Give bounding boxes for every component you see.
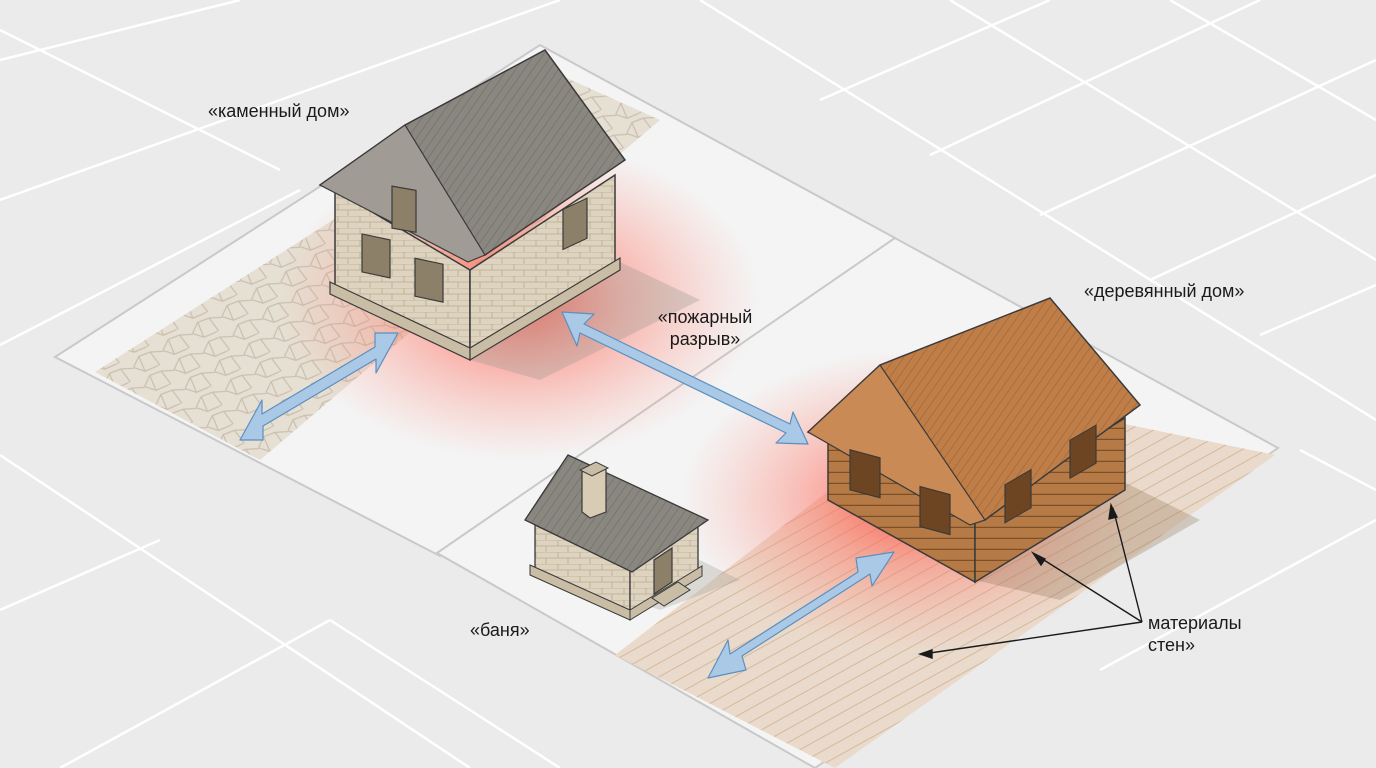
wooden-house	[806, 297, 1200, 600]
wall-materials-label-line2: стен»	[1148, 635, 1196, 655]
double-arrow-icon	[239, 332, 399, 441]
stone-house-label: «каменный дом»	[208, 101, 350, 121]
bathhouse	[524, 454, 740, 621]
fire-gap-label-line1: «пожарный	[657, 307, 753, 327]
wooden-house-label: «деревянный дом»	[1084, 281, 1245, 301]
fire-gap-label: «пожарный разрыв»	[640, 306, 770, 350]
distance-arrows	[239, 311, 895, 679]
wall-materials-label-line1: материалы	[1148, 613, 1242, 633]
wall-materials-label: материалы стен»	[1148, 612, 1242, 656]
wall-materials-leaders	[917, 502, 1143, 659]
double-arrow-icon	[561, 311, 809, 445]
bathhouse-label: «баня»	[470, 620, 530, 640]
double-arrow-icon	[707, 551, 895, 679]
fire-gap-label-line2: разрыв»	[669, 329, 741, 349]
